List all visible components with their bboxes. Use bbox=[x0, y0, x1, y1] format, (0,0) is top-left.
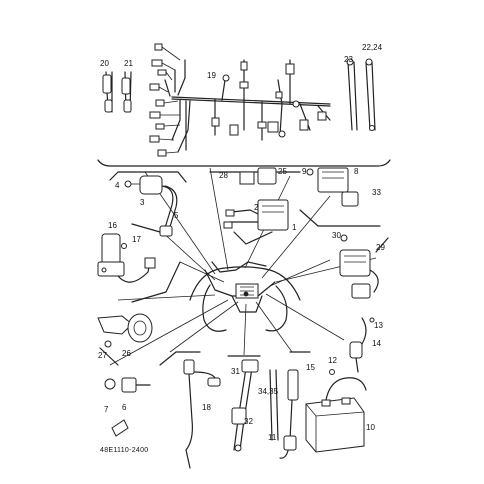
brake-switch bbox=[269, 369, 299, 459]
callout-4: 4 bbox=[115, 181, 120, 190]
callout-12: 12 bbox=[328, 356, 337, 365]
regulator bbox=[306, 167, 359, 207]
catalog-code: 48E1110-2400 bbox=[100, 447, 149, 454]
callout-2: 2 bbox=[254, 203, 259, 212]
callout-7: 7 bbox=[104, 405, 109, 414]
sensor-lead bbox=[183, 359, 221, 469]
callout-16: 16 bbox=[108, 221, 117, 230]
leader-lines bbox=[99, 167, 389, 366]
callout-17: 17 bbox=[132, 235, 141, 244]
fuse-holder bbox=[349, 317, 375, 373]
callout-21: 21 bbox=[124, 59, 133, 68]
ignition-coil bbox=[124, 175, 178, 237]
callout-1: 1 bbox=[292, 223, 297, 232]
wire-harness bbox=[97, 43, 391, 167]
battery bbox=[305, 369, 367, 453]
callout-27: 27 bbox=[98, 351, 107, 360]
callout-6: 6 bbox=[122, 403, 127, 412]
callout-22-24: 22,24 bbox=[362, 43, 383, 52]
callout-31: 31 bbox=[231, 367, 240, 376]
callout-18: 18 bbox=[202, 403, 211, 412]
callout-29: 29 bbox=[376, 243, 385, 252]
callout-15: 15 bbox=[306, 363, 315, 372]
neutral-switch bbox=[104, 377, 151, 437]
callout-9: 9 bbox=[302, 167, 307, 176]
callout-10: 10 bbox=[366, 423, 375, 432]
callout-20: 20 bbox=[100, 59, 109, 68]
callout-25: 25 bbox=[278, 167, 287, 176]
callout-14: 14 bbox=[372, 339, 381, 348]
callout-28: 28 bbox=[219, 171, 228, 180]
callout-32: 32 bbox=[244, 417, 253, 426]
cdi-unit bbox=[223, 167, 289, 245]
callout-labels: 20 21 19 23 22,24 28 25 9 8 4 3 33 2 5 1… bbox=[98, 43, 385, 442]
callout-26: 26 bbox=[122, 349, 131, 358]
callout-19: 19 bbox=[207, 71, 216, 80]
relay-right bbox=[339, 234, 379, 299]
callout-33: 33 bbox=[372, 188, 381, 197]
handlebar-switch bbox=[231, 359, 259, 452]
callout-5: 5 bbox=[174, 211, 179, 220]
callout-8: 8 bbox=[354, 167, 359, 176]
horn bbox=[97, 313, 153, 348]
callout-30: 30 bbox=[332, 231, 341, 240]
callout-3: 3 bbox=[140, 198, 145, 207]
starter-relay bbox=[97, 233, 156, 283]
callout-34-35: 34,35 bbox=[258, 387, 279, 396]
motorcycle-frame bbox=[189, 261, 301, 332]
callout-13: 13 bbox=[374, 321, 383, 330]
callout-23: 23 bbox=[344, 55, 353, 64]
callout-11: 11 bbox=[268, 433, 277, 442]
